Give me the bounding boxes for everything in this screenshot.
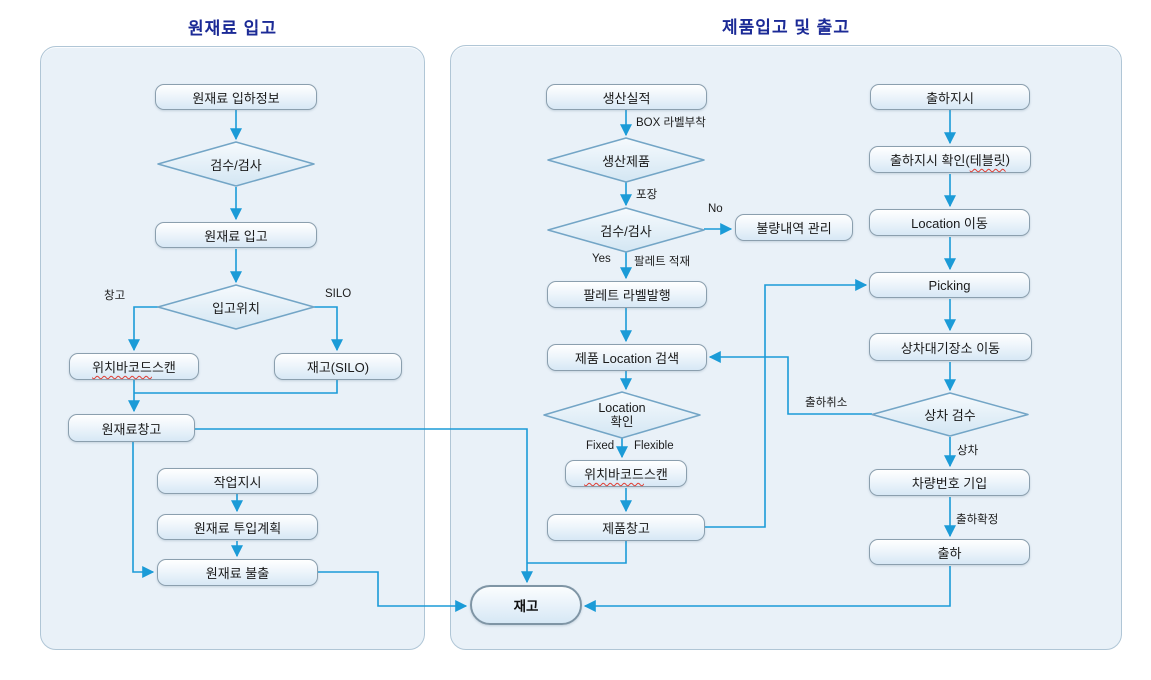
node-raw-material-arrival-info: 원재료 입하정보 bbox=[155, 84, 317, 110]
edge-label-packing: 포장 bbox=[636, 189, 658, 201]
misspelled-text: 위치바코드 bbox=[92, 360, 152, 375]
edge-label-box-labeling: BOX 라벨부착 bbox=[636, 117, 706, 129]
edge-label-silo: SILO bbox=[325, 288, 352, 300]
right-panel-title: 제품입고 및 출고 bbox=[722, 18, 850, 37]
label-rest: 스캔 bbox=[151, 360, 176, 375]
decision-label-produced-product: 생산제품 bbox=[602, 153, 650, 169]
label-pre: 출하지시 확인( bbox=[890, 153, 970, 168]
node-defect-history-mgmt: 불량내역 관리 bbox=[735, 214, 853, 241]
left-panel-title: 원재료 입고 bbox=[188, 19, 277, 38]
node-work-order: 작업지시 bbox=[157, 468, 318, 494]
decision-location-check bbox=[543, 391, 701, 439]
edge-label-warehouse: 창고 bbox=[104, 290, 126, 302]
edge-label-pallet-loading: 팔레트 적재 bbox=[634, 256, 691, 268]
node-raw-material-issue: 원재료 불출 bbox=[157, 559, 318, 586]
node-loading-wait-area-move: 상차대기장소 이동 bbox=[869, 333, 1032, 361]
edge-label-shipping-cancel: 출하취소 bbox=[805, 397, 848, 409]
node-location-barcode-scan-product: 위치바코드 스캔 bbox=[565, 460, 687, 487]
label-rest: 스캔 bbox=[643, 467, 668, 482]
node-product-location-search: 제품 Location 검색 bbox=[547, 344, 707, 371]
decision-loading-inspection bbox=[871, 392, 1029, 437]
node-raw-material-receiving: 원재료 입고 bbox=[155, 222, 317, 248]
misspelled-text: 위치바코드 bbox=[584, 467, 644, 482]
decision-diamonds bbox=[157, 137, 1029, 439]
node-picking: Picking bbox=[869, 272, 1030, 298]
edge-label-fixed: Fixed bbox=[586, 440, 615, 452]
decision-label-loading-inspection: 상차 검수 bbox=[924, 408, 976, 423]
node-shipping-order: 출하지시 bbox=[870, 84, 1030, 110]
decision-inspection-raw bbox=[157, 141, 315, 187]
flow-edges bbox=[128, 110, 956, 612]
decision-label-inspection-raw: 검수/검사 bbox=[210, 157, 262, 173]
node-shipping: 출하 bbox=[869, 539, 1030, 565]
decision-produced-product bbox=[547, 137, 705, 183]
node-stock-silo: 재고(SILO) bbox=[274, 353, 402, 380]
node-location-move: Location 이동 bbox=[869, 209, 1030, 236]
node-pallet-label-issue: 팔레트 라벨발행 bbox=[547, 281, 707, 308]
edge-label-no: No bbox=[708, 203, 723, 215]
label-post: ) bbox=[1005, 152, 1010, 167]
node-production-result: 생산실적 bbox=[546, 84, 707, 110]
edge-label-loading: 상차 bbox=[957, 445, 979, 457]
decision-inspection-product bbox=[547, 207, 705, 253]
node-product-warehouse: 제품창고 bbox=[547, 514, 705, 541]
edge-label-flexible: Flexible bbox=[634, 440, 674, 452]
node-location-barcode-scan-raw: 위치바코드 스캔 bbox=[69, 353, 199, 380]
node-stock-terminator: 재고 bbox=[470, 585, 582, 625]
node-shipping-order-confirm-tablet: 출하지시 확인(테블릿) bbox=[869, 146, 1031, 173]
node-vehicle-number-entry: 차량번호 기입 bbox=[869, 469, 1030, 496]
misspelled-text: 테블릿 bbox=[969, 153, 1006, 168]
node-raw-material-input-plan: 원재료 투입계획 bbox=[157, 514, 318, 540]
decision-label-inspection-product: 검수/검사 bbox=[600, 223, 652, 239]
edge-label-yes: Yes bbox=[592, 253, 611, 265]
decision-label-receiving-location: 입고위치 bbox=[212, 300, 260, 316]
node-raw-material-warehouse: 원재료창고 bbox=[68, 414, 195, 442]
edge-label-shipping-confirm: 출하확정 bbox=[956, 514, 999, 526]
decision-receiving-location bbox=[157, 284, 315, 330]
